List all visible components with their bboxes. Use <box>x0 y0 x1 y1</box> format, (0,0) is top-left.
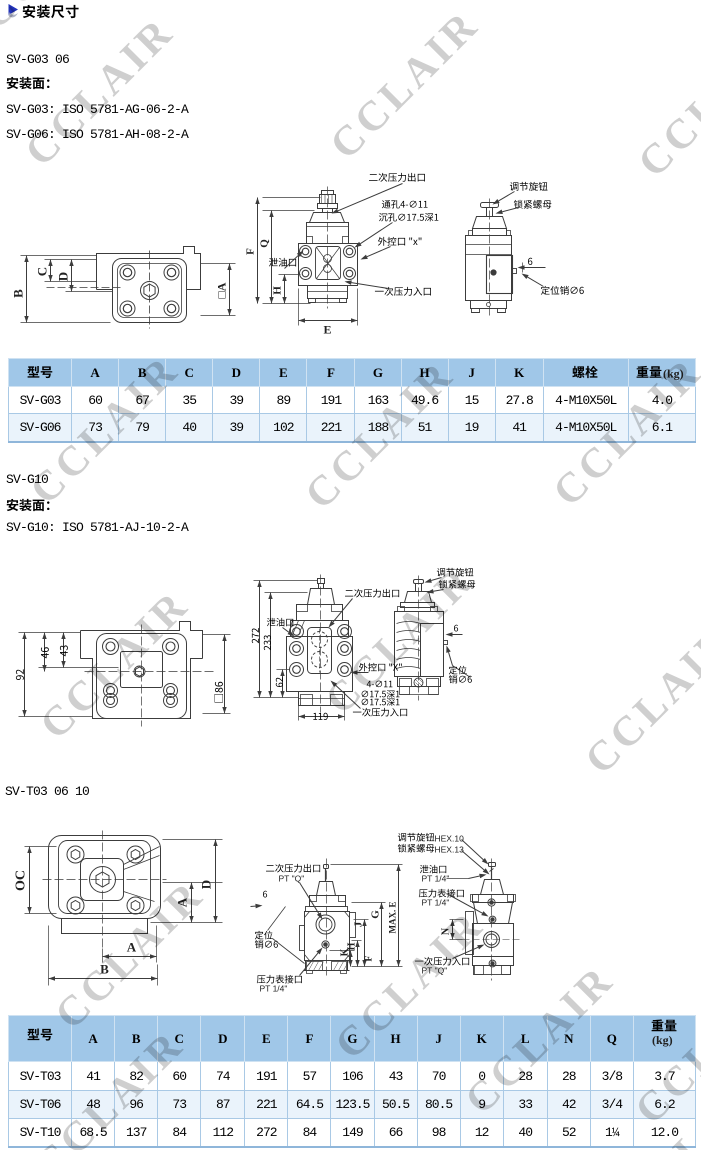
svg-text:□A: □A <box>215 282 229 298</box>
svg-text:G: G <box>370 910 382 919</box>
svg-text:MAX. E: MAX. E <box>388 902 398 934</box>
svg-text:F: F <box>364 955 375 961</box>
svg-text:A: A <box>175 897 190 907</box>
svg-text:B: B <box>11 289 26 298</box>
svg-text:H: H <box>347 942 358 950</box>
svg-text:PT "Q": PT "Q" <box>422 966 448 976</box>
svg-text:(kg): (kg) <box>663 367 684 381</box>
svg-text:H: H <box>272 286 284 295</box>
svg-text:Q: Q <box>259 239 271 248</box>
svg-text:D: D <box>199 880 214 889</box>
svg-text:PT "Q": PT "Q" <box>279 874 305 884</box>
svg-text:C: C <box>35 267 50 276</box>
svg-text:HEX.13: HEX.13 <box>435 845 465 855</box>
svg-text:(kg): (kg) <box>652 1033 673 1047</box>
svg-text:OC: OC <box>14 870 29 891</box>
svg-text:F: F <box>245 248 257 255</box>
svg-text:K: K <box>340 948 351 956</box>
svg-text:D: D <box>56 272 71 281</box>
svg-text:J: J <box>353 921 365 927</box>
svg-text:E: E <box>323 323 331 337</box>
svg-text:PT 1/4": PT 1/4" <box>422 898 450 908</box>
svg-text:PT 1/4": PT 1/4" <box>260 984 288 994</box>
svg-text:PT 1/4": PT 1/4" <box>422 874 450 884</box>
svg-text:B: B <box>100 962 109 977</box>
svg-text:HEX.10: HEX.10 <box>435 834 465 844</box>
svg-text:A: A <box>127 940 137 955</box>
svg-text:N: N <box>441 927 452 935</box>
